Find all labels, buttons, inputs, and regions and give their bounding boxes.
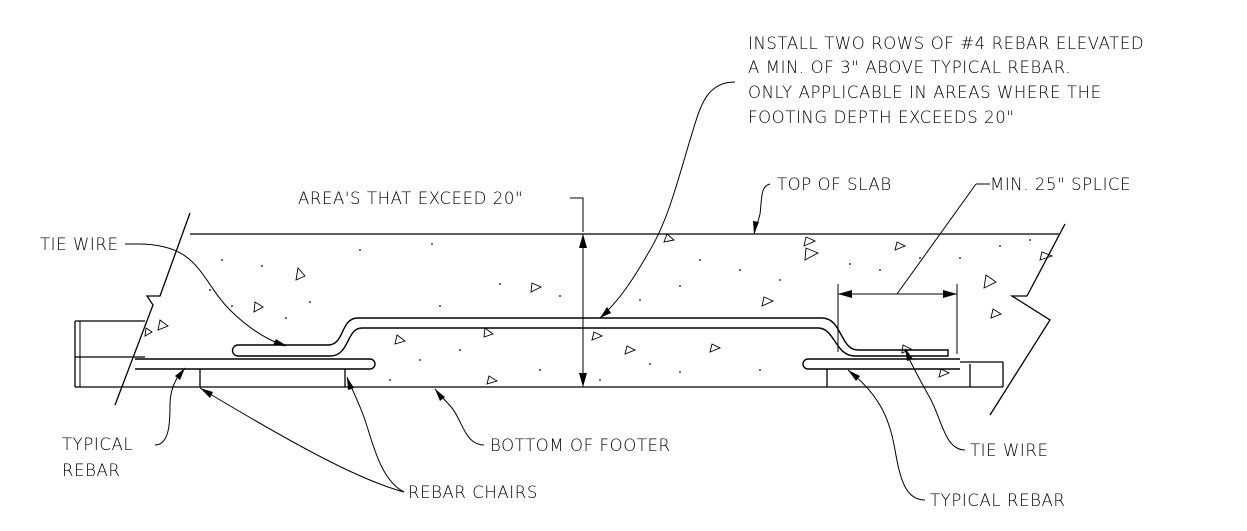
typical-rebar-left-arrow: [175, 368, 185, 380]
bottom-of-footer-arrow: [435, 389, 445, 401]
leaders: [125, 81, 990, 501]
tie-wire-left-arrow: [273, 339, 287, 346]
elevated-rebar: [231, 317, 949, 357]
top-of-slab-arrow: [753, 221, 759, 234]
rebar-chairs-arrow-2: [347, 377, 354, 390]
rebar-chairs-leader-1: [199, 387, 405, 493]
depth-arrow-bottom: [579, 373, 587, 387]
install-note-leader: [599, 81, 736, 319]
tie-wire-right-label: TIE WIRE: [970, 441, 1049, 460]
right-break-line: [989, 223, 1066, 416]
tie-wire-left-leader: [125, 243, 286, 347]
typical-rebar-left-leader: [154, 367, 186, 446]
areas-exceed-leader: [570, 197, 584, 232]
left-break-line: [114, 212, 191, 406]
typical-rebar-left: [135, 358, 376, 370]
labels: INSTALL TWO ROWS OF #4 REBAR ELEVATED A …: [40, 34, 1144, 510]
typical-rebar-right-label: TYPICAL REBAR: [930, 491, 1065, 510]
top-of-slab-label: TOP OF SLAB: [777, 175, 892, 194]
concrete-section: [74, 212, 1066, 416]
typical-rebar-right: [802, 358, 960, 370]
bottom-of-footer-label: BOTTOM OF FOOTER: [490, 436, 671, 455]
tie-wire-right-leader: [904, 349, 966, 451]
tie-wire-right-arrow: [905, 348, 913, 361]
typical-rebar-right-arrow: [848, 370, 860, 381]
depth-arrow-top: [579, 234, 587, 248]
install-note-line-3: ONLY APPLICABLE IN AREAS WHERE THE: [748, 83, 1102, 102]
install-note-line-4: FOOTING DEPTH EXCEEDS 20": [748, 108, 1015, 127]
rebar-chairs-label: REBAR CHAIRS: [408, 483, 538, 502]
splice-arrow-left: [838, 290, 852, 298]
rebar-chairs-leader-2: [346, 376, 405, 493]
tie-wire-left-label: TIE WIRE: [40, 235, 119, 254]
splice-leader: [896, 183, 977, 295]
areas-exceed-label: AREA'S THAT EXCEED 20": [298, 189, 523, 208]
rebar-group: [135, 317, 960, 370]
install-note-line-1: INSTALL TWO ROWS OF #4 REBAR ELEVATED: [748, 34, 1144, 53]
typical-rebar-left-label-2: REBAR: [62, 461, 120, 480]
typical-rebar-left-label-1: TYPICAL: [62, 435, 133, 454]
splice-arrow-right: [943, 290, 957, 298]
rebar-chairs-arrow-1: [200, 388, 213, 398]
install-note-line-2: A MIN. OF 3" ABOVE TYPICAL REBAR.: [748, 58, 1071, 77]
min-splice-label: MIN. 25" SPLICE: [990, 175, 1131, 194]
concrete-aggregate: [144, 233, 1054, 385]
depth-dimension: [579, 234, 587, 387]
typical-rebar-right-leader: [847, 369, 926, 501]
splice-dimension: [837, 284, 958, 354]
install-note-arrow: [600, 307, 611, 318]
